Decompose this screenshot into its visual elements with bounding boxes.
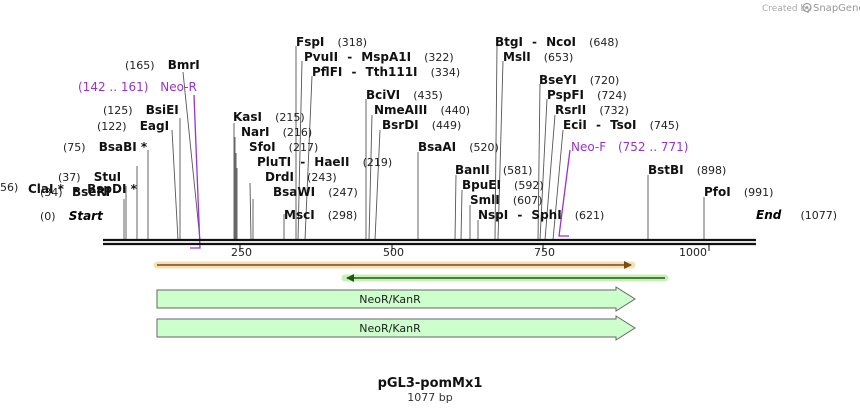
cut-site-leaders	[123, 45, 705, 241]
snapgene-logo-icon	[802, 2, 812, 13]
site-pfoi[interactable]: PfoI (991)	[704, 181, 773, 200]
site-bsawi[interactable]: BsaWI (247)	[273, 181, 358, 200]
feature-neor-kanr-1[interactable]: NeoR/KanR	[156, 286, 636, 312]
site-drdi[interactable]: DrdI (243)	[265, 166, 337, 185]
site-eagi[interactable]: (122) EagI	[97, 115, 169, 134]
credit-text: Created by	[762, 4, 812, 14]
site-fspi[interactable]: FspI (318)	[296, 31, 367, 50]
site-start: (0) Start	[40, 205, 104, 224]
site-nmeaiii[interactable]: NmeAIII (440)	[374, 99, 470, 118]
site-kasi[interactable]: KasI (215)	[233, 106, 305, 125]
site-end: End (1077)	[756, 204, 837, 223]
site-pos-clai: 56)	[0, 181, 18, 194]
site-stui[interactable]: (37) StuI	[58, 166, 121, 185]
map-subtitle: 1077 bp	[407, 391, 452, 404]
tick-label-750: 750	[534, 246, 555, 259]
site-bmri[interactable]: (165) BmrI	[125, 54, 200, 73]
feature-label: NeoR/KanR	[359, 322, 421, 335]
site-bsabi[interactable]: (75) BsaBI *	[63, 136, 148, 155]
site-nari[interactable]: NarI (216)	[241, 121, 312, 140]
site-bstbi[interactable]: BstBI (898)	[648, 159, 726, 178]
tick-label-250: 250	[231, 246, 252, 259]
site-bsiei[interactable]: (125) BsiEI	[103, 99, 179, 118]
site-sfoi[interactable]: SfoI (217)	[249, 136, 318, 155]
site-rsrii[interactable]: RsrII (732)	[555, 99, 629, 118]
site-btgi[interactable]: BtgI - NcoI (648)	[495, 31, 619, 50]
site-smli[interactable]: SmlI (607)	[470, 189, 542, 208]
site-pvuii[interactable]: PvuII - MspA1I (322)	[304, 46, 454, 65]
primer-neo-r[interactable]: (142 .. 161) Neo-R	[78, 80, 197, 94]
site-msli[interactable]: MslI (653)	[503, 46, 573, 65]
site-ecii[interactable]: EciI - TsoI (745)	[563, 114, 679, 133]
site-nspi[interactable]: NspI - SphI (621)	[478, 204, 604, 223]
site-clai[interactable]: ClaI * - BspDI *	[28, 178, 138, 197]
sequence-backbone	[103, 238, 756, 251]
site-bsrdi[interactable]: BsrDI (449)	[382, 114, 461, 133]
site-bcivi[interactable]: BciVI (435)	[366, 84, 443, 103]
tick-label-1000: 1000	[679, 246, 707, 259]
map-title: pGL3-pomMx1	[378, 376, 483, 391]
neo-r-primer-mark	[190, 94, 201, 249]
site-bpuei[interactable]: BpuEI (592)	[462, 174, 544, 193]
site-banii[interactable]: BanII (581)	[455, 159, 532, 178]
site-pluti[interactable]: PluTI - HaeII (219)	[257, 151, 392, 170]
feature-label: NeoR/KanR	[359, 293, 421, 306]
site-pspfi[interactable]: PspFI (724)	[547, 84, 627, 103]
feature-neor-kanr-2[interactable]: NeoR/KanR	[156, 315, 636, 341]
primer-neo-f[interactable]: Neo-F (752 .. 771)	[571, 140, 688, 154]
brand-text[interactable]: SnapGene	[813, 3, 860, 14]
site-bseri-text[interactable]: (34) BseRI	[40, 181, 110, 200]
site-msci[interactable]: MscI (298)	[284, 204, 357, 223]
site-bsaai[interactable]: BsaAI (520)	[418, 136, 499, 155]
primer-marks	[190, 94, 571, 249]
site-pflfi[interactable]: PflFI - Tth111I (334)	[312, 61, 460, 80]
neo-f-primer-mark	[558, 149, 571, 237]
tick-label-500: 500	[383, 246, 404, 259]
site-bseyi[interactable]: BseYI (720)	[539, 69, 619, 88]
